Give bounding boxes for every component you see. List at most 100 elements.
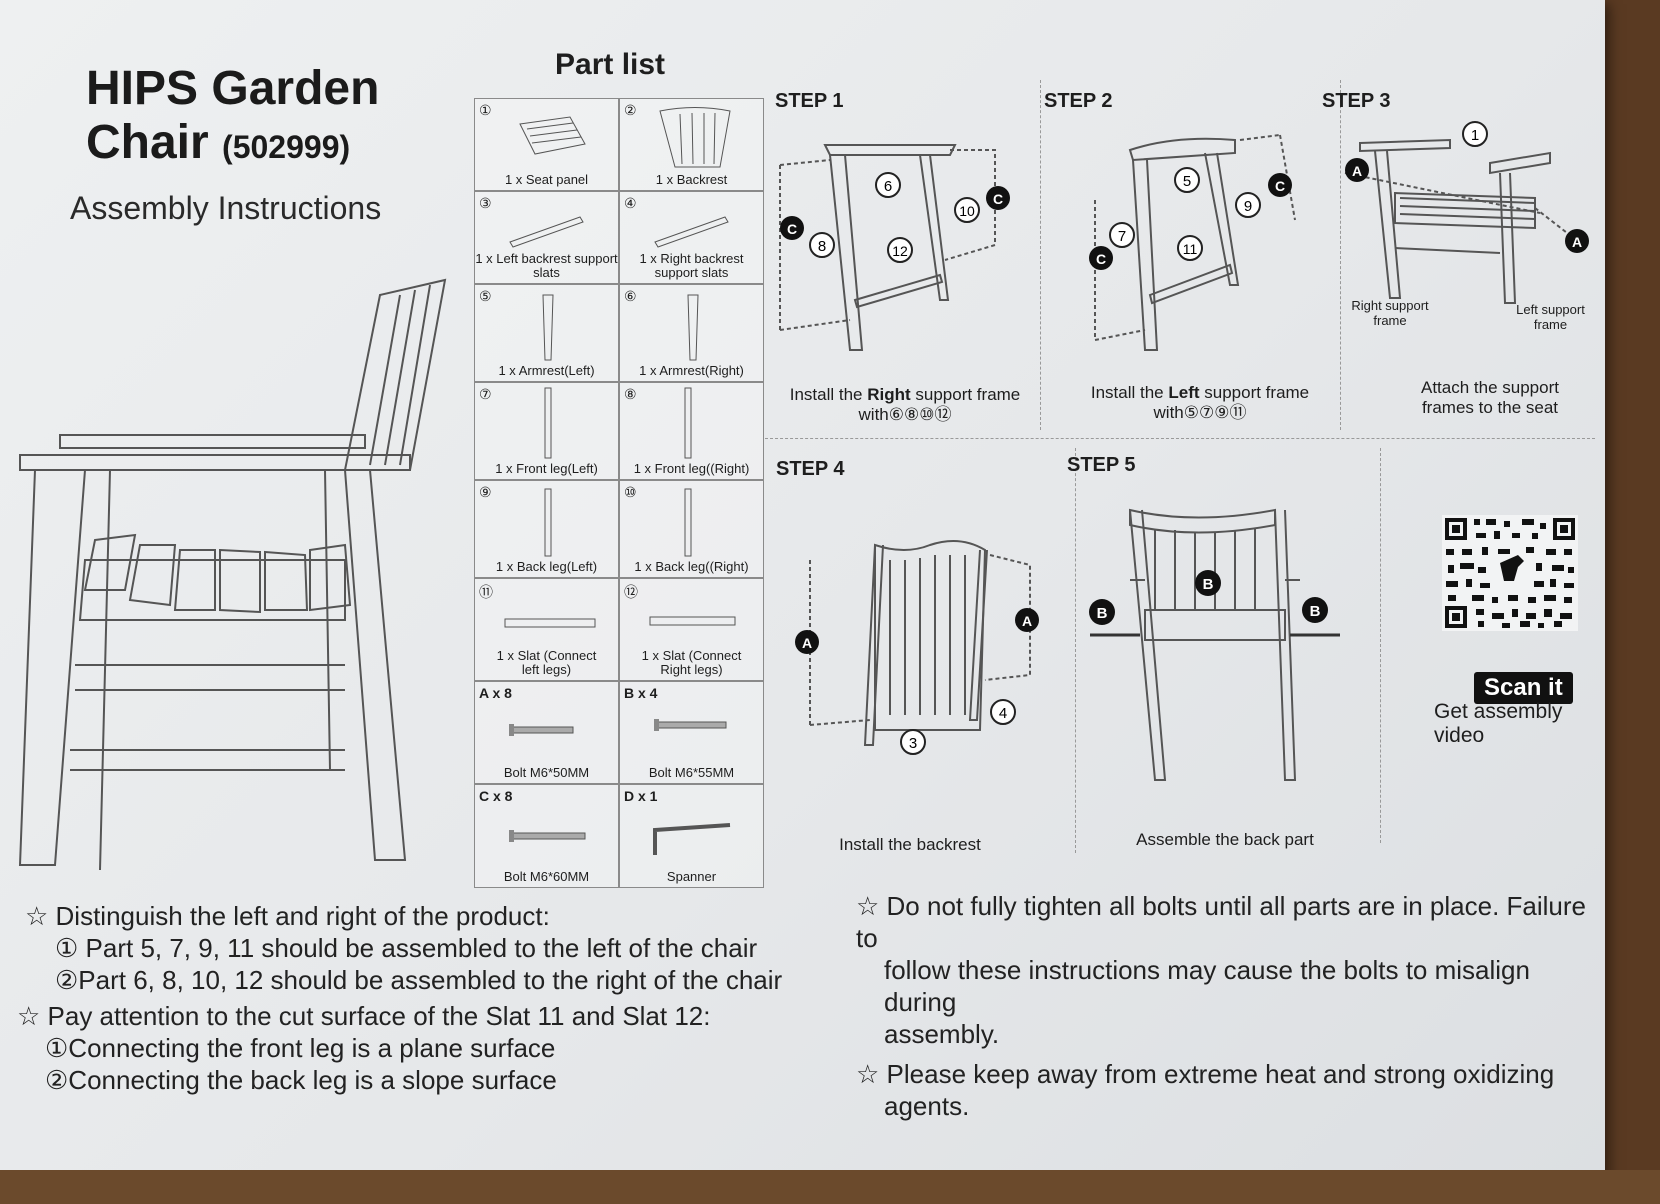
part-number: ⑫ bbox=[624, 584, 638, 600]
part-cell-1: ① 1 x Seat panel bbox=[474, 98, 619, 191]
caption-line2: with⑤⑦⑨⑪ bbox=[1153, 403, 1247, 422]
leg-icon bbox=[684, 387, 692, 459]
part-number: ⑨ bbox=[479, 484, 492, 500]
callout-a: A bbox=[802, 635, 812, 651]
armrest-icon bbox=[542, 294, 554, 361]
slat-icon bbox=[504, 618, 596, 628]
caption-text: Install the bbox=[1090, 383, 1169, 402]
step3-title: STEP 3 bbox=[1322, 90, 1391, 112]
step2-caption: Install the Left support frame with⑤⑦⑨⑪ bbox=[1075, 383, 1325, 423]
part-label: 1 x Slat (Connect Right legs) bbox=[641, 648, 742, 677]
callout-8: 8 bbox=[818, 238, 826, 255]
part-cell-4: ④ 1 x Right backrest support slats bbox=[619, 191, 764, 284]
chair-illustration bbox=[18, 278, 447, 870]
step4-caption: Install the backrest bbox=[839, 835, 981, 854]
step3-left-frame-label: Left support frame bbox=[1516, 302, 1585, 332]
callout-4: 4 bbox=[999, 705, 1007, 722]
part-number: C x 8 bbox=[479, 788, 513, 804]
step5-title: STEP 5 bbox=[1067, 454, 1136, 476]
part-number: ④ bbox=[624, 195, 637, 211]
part-label: Bolt M6*55MM bbox=[648, 765, 735, 780]
note-line: ① Part 5, 7, 9, 11 should be assembled t… bbox=[55, 933, 758, 963]
note-line: ②Part 6, 8, 10, 12 should be assembled t… bbox=[55, 965, 783, 995]
step5-diagram: B B B bbox=[1089, 508, 1340, 781]
step2-title: STEP 2 bbox=[1044, 90, 1113, 112]
part-label: Bolt M6*60MM bbox=[503, 869, 590, 884]
part-number: ① bbox=[479, 102, 492, 118]
page-subtitle: Assembly Instructions bbox=[70, 190, 382, 226]
callout-10: 10 bbox=[959, 203, 975, 219]
caption-text: support frame bbox=[910, 385, 1021, 404]
qr-subtitle: Get assembly video bbox=[1434, 700, 1563, 747]
part-cell-spanner: D x 1 Spanner bbox=[619, 784, 764, 888]
step1-caption: Install the Right support frame with⑥⑧⑩⑫ bbox=[770, 385, 1040, 425]
title-line-1: HIPS Garden bbox=[86, 62, 380, 115]
part-label: 1 x Armrest(Left) bbox=[498, 363, 595, 378]
caption-bold: Right bbox=[867, 385, 911, 404]
step4-title: STEP 4 bbox=[776, 458, 845, 480]
callout-5: 5 bbox=[1183, 173, 1191, 190]
part-cell-7: ⑦ 1 x Front leg(Left) bbox=[474, 382, 619, 480]
part-cell-bolt-c: C x 8 Bolt M6*60MM bbox=[474, 784, 619, 888]
callout-6: 6 bbox=[884, 178, 892, 195]
part-label: 1 x Back leg(Left) bbox=[495, 559, 598, 574]
part-number: ⑧ bbox=[624, 386, 637, 402]
leg-icon bbox=[544, 387, 552, 459]
step1-diagram: 6 10 C C 8 12 bbox=[779, 144, 1010, 351]
caption-line2: frames to the seat bbox=[1421, 398, 1559, 417]
part-label: 1 x Right backrest support slats bbox=[639, 251, 744, 280]
part-label: 1 x Slat (Connect left legs) bbox=[496, 648, 597, 677]
part-label: 1 x Front leg(Left) bbox=[495, 461, 598, 476]
step5-caption: Assemble the back part bbox=[1136, 830, 1314, 849]
caption-bold: Left bbox=[1168, 383, 1200, 402]
part-number: ③ bbox=[479, 195, 492, 211]
step3-caption: Attach the support frames to the seat bbox=[1390, 378, 1590, 418]
caption-text: support frame bbox=[1199, 383, 1310, 402]
leg-icon bbox=[544, 488, 552, 557]
instruction-sheet: HIPS Garden Chair (502999) Assembly Inst… bbox=[0, 0, 1605, 1180]
part-number: ⑩ bbox=[624, 484, 637, 500]
qr-code[interactable] bbox=[1442, 515, 1578, 631]
callout-11: 11 bbox=[1183, 241, 1198, 257]
spanner-icon bbox=[653, 823, 731, 855]
part-label: Bolt M6*50MM bbox=[503, 765, 590, 780]
part-cell-11: ⑪ 1 x Slat (Connect left legs) bbox=[474, 578, 619, 681]
note-line: ☆ Distinguish the left and right of the … bbox=[25, 901, 550, 931]
scan-it-button[interactable]: Scan it bbox=[1474, 672, 1573, 704]
caption-line2: with⑥⑧⑩⑫ bbox=[858, 405, 952, 424]
part-number: A x 8 bbox=[479, 685, 512, 701]
part-cell-3: ③ 1 x Left backrest support slats bbox=[474, 191, 619, 284]
slat-icon bbox=[509, 216, 584, 248]
slat-icon bbox=[649, 616, 736, 626]
part-cell-2: ② 1 x Backrest bbox=[619, 98, 764, 191]
step4-diagram: A A 4 3 bbox=[795, 540, 1039, 755]
part-label: 1 x Back leg((Right) bbox=[634, 559, 749, 574]
caption-line1: Attach the support bbox=[1421, 378, 1559, 397]
seat-panel-icon bbox=[519, 116, 586, 155]
callout-b: B bbox=[1310, 603, 1321, 620]
part-number: ② bbox=[624, 102, 637, 118]
step2-diagram: 5 9 C 7 11 C bbox=[1089, 134, 1296, 351]
step3-right-frame-label: Right support frame bbox=[1351, 298, 1429, 328]
bolt-icon bbox=[509, 830, 586, 842]
part-label: 1 x Armrest(Right) bbox=[639, 363, 744, 378]
note-line: ☆ Please keep away from extreme heat and… bbox=[856, 1059, 1555, 1089]
note-line: ☆ Do not fully tighten all bolts until a… bbox=[856, 891, 1587, 953]
part-number: B x 4 bbox=[624, 685, 658, 701]
part-number: ⑥ bbox=[624, 288, 637, 304]
callout-9: 9 bbox=[1244, 198, 1252, 215]
step1-title: STEP 1 bbox=[775, 90, 844, 112]
caption-text: Install the bbox=[789, 385, 868, 404]
callout-c: C bbox=[787, 221, 797, 237]
step3-diagram: 1 A A bbox=[1344, 121, 1589, 304]
part-cell-12: ⑫ 1 x Slat (Connect Right legs) bbox=[619, 578, 764, 681]
part-label: 1 x Front leg((Right) bbox=[633, 461, 750, 476]
part-label: 1 x Backrest bbox=[655, 172, 728, 187]
callout-c: C bbox=[1096, 251, 1106, 267]
note-line: ①Connecting the front leg is a plane sur… bbox=[45, 1033, 556, 1063]
callout-a: A bbox=[1022, 613, 1032, 629]
note-line: ②Connecting the back leg is a slope surf… bbox=[45, 1065, 557, 1095]
armrest-icon bbox=[687, 294, 699, 361]
part-number: ⑦ bbox=[479, 386, 492, 402]
callout-3: 3 bbox=[909, 735, 917, 752]
